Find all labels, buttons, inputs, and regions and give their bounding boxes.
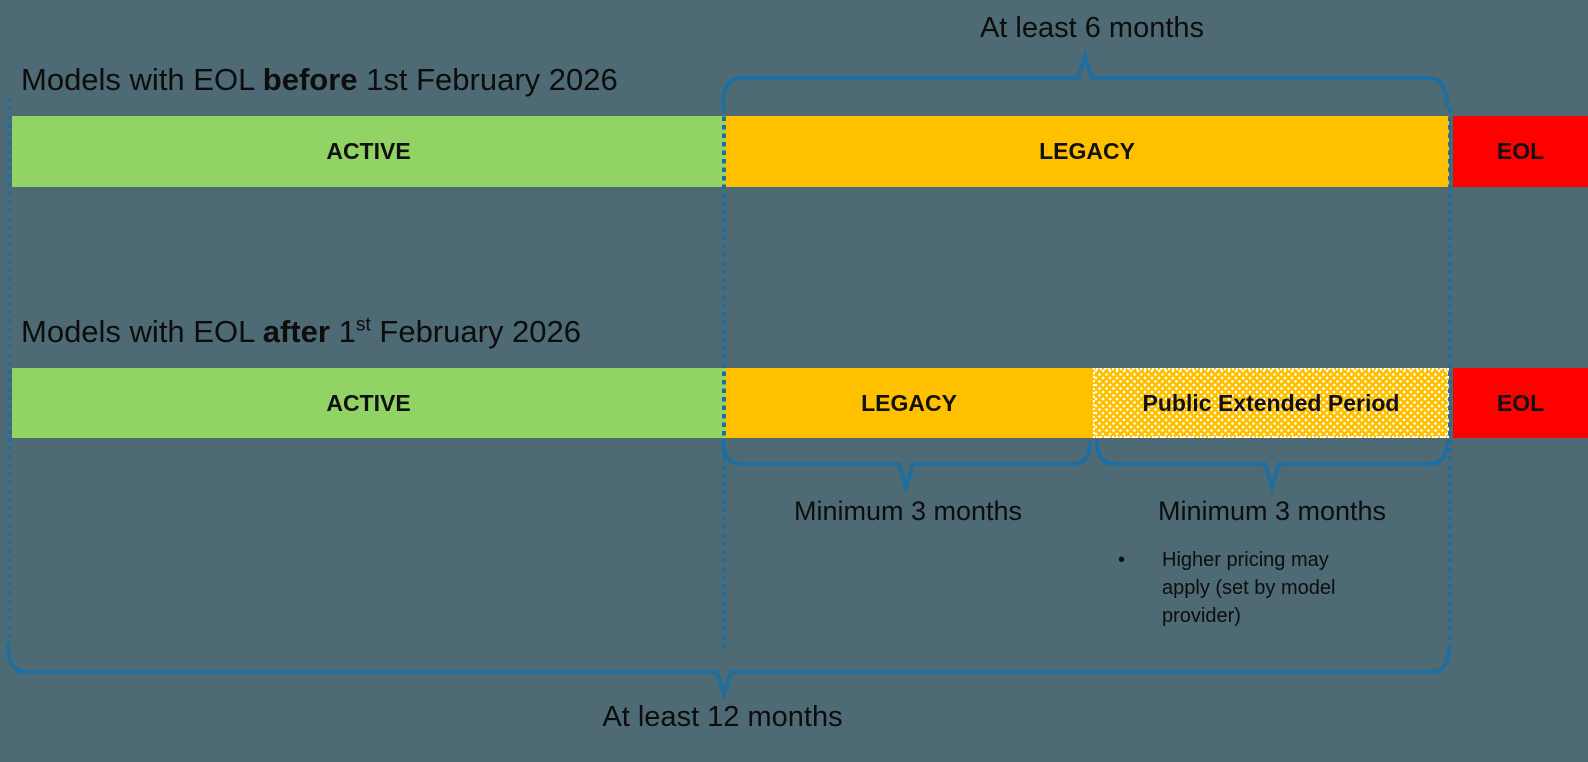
- row2-heading-num: 1: [329, 314, 356, 349]
- bottom-bracket-label: At least 12 months: [602, 701, 843, 733]
- top-brace-6-months: [721, 49, 1449, 108]
- bottom-brace-12-months: [6, 644, 1451, 701]
- row2-legacy-label: LEGACY: [861, 389, 957, 416]
- guide-dotted-line-right: [1448, 108, 1452, 646]
- row1-segment-legacy: LEGACY: [725, 116, 1449, 187]
- row2-heading: Models with EOL after 1st February 2026: [21, 314, 581, 350]
- row2-heading-sup: st: [355, 314, 371, 336]
- row1-heading-num: 1st: [357, 62, 408, 97]
- row1-heading-prefix: Models with EOL: [21, 62, 263, 97]
- row2-segment-public-extended-period: Public Extended Period: [1093, 368, 1449, 438]
- row1-heading: Models with EOL before 1st February 2026: [21, 62, 618, 98]
- top-bracket-label: At least 6 months: [979, 12, 1205, 44]
- row2-segment-active: ACTIVE: [12, 368, 725, 438]
- row2-heading-prefix: Models with EOL: [21, 314, 263, 349]
- bullet-icon: •: [1118, 549, 1126, 571]
- row1-active-label: ACTIVE: [326, 138, 411, 164]
- pep-min-3-months-brace: [1095, 440, 1449, 494]
- row1-segment-active: ACTIVE: [12, 116, 725, 187]
- row1-heading-rest: February 2026: [407, 62, 618, 97]
- row1-eol-label: EOL: [1496, 138, 1545, 164]
- row2-eol-label: EOL: [1496, 389, 1545, 416]
- row2-pep-label: Public Extended Period: [1142, 389, 1400, 416]
- row1-legacy-label: LEGACY: [1039, 138, 1135, 164]
- row2-active-label: ACTIVE: [326, 389, 411, 416]
- row2-segment-legacy: LEGACY: [725, 368, 1093, 438]
- pep-minimum-label: Minimum 3 months: [1157, 496, 1387, 526]
- row1-segment-eol: EOL: [1453, 116, 1588, 187]
- guide-dotted-line-middle: [722, 108, 726, 652]
- row2-heading-bold: after: [262, 314, 330, 349]
- row2-segment-eol: EOL: [1453, 368, 1588, 438]
- pep-pricing-note-text: Higher pricing may apply (set by model p…: [1162, 549, 1336, 627]
- row1-heading-bold: before: [262, 62, 358, 97]
- legacy-minimum-label: Minimum 3 months: [793, 496, 1023, 526]
- guide-dotted-line-left: [7, 98, 11, 650]
- pep-pricing-note: • Higher pricing may apply (set by model…: [1118, 546, 1380, 630]
- legacy-min-3-months-brace: [721, 440, 1092, 494]
- row2-heading-rest: February 2026: [370, 314, 582, 349]
